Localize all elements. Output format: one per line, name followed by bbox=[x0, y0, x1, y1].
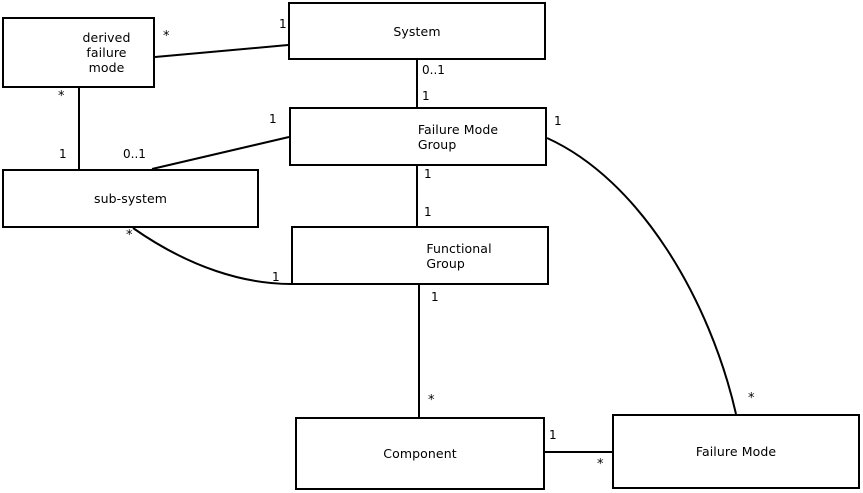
multiplicity-label-mult-fmg-down-one: 1 bbox=[424, 167, 432, 181]
multiplicity-label-mult-fg-up-one: 1 bbox=[424, 205, 432, 219]
uml-class-name-failure-mode-group: Failure Mode Group bbox=[417, 121, 499, 152]
uml-class-functional-group[interactable]: Functional Group bbox=[291, 226, 549, 285]
multiplicity-label-mult-fm-top-star: * bbox=[748, 391, 755, 406]
uml-class-failure-mode-group[interactable]: Failure Mode Group bbox=[289, 107, 547, 166]
multiplicity-label-mult-subsystem-0-1: 0..1 bbox=[123, 147, 146, 161]
uml-class-name-sub-system: sub-system bbox=[93, 191, 168, 206]
multiplicity-label-mult-failure-mode-star: * bbox=[597, 457, 604, 472]
multiplicity-label-mult-component-up-star: * bbox=[428, 393, 435, 408]
multiplicity-label-mult-fmg-up-one: 1 bbox=[422, 89, 430, 103]
uml-class-system[interactable]: System bbox=[288, 2, 546, 60]
uml-class-failure-mode[interactable]: Failure Mode bbox=[612, 414, 860, 489]
multiplicity-label-mult-subsystem-down-star: * bbox=[126, 228, 133, 243]
multiplicity-label-mult-dfm-down-star: * bbox=[58, 89, 65, 104]
association-edge bbox=[154, 44, 289, 58]
uml-class-derived-failure-mode[interactable]: derived failure mode bbox=[2, 17, 155, 88]
multiplicity-label-mult-system-down-0-1: 0..1 bbox=[422, 63, 445, 77]
multiplicity-label-mult-fmg-right-one: 1 bbox=[554, 114, 562, 128]
uml-class-sub-system[interactable]: sub-system bbox=[2, 169, 259, 228]
association-edge bbox=[151, 136, 290, 170]
multiplicity-label-mult-fmg-left-one: 1 bbox=[269, 112, 277, 126]
multiplicity-label-mult-system-to-dfm-one: 1 bbox=[279, 17, 287, 31]
uml-class-name-functional-group: Functional Group bbox=[426, 240, 492, 271]
association-edge bbox=[546, 137, 737, 415]
multiplicity-label-mult-subsystem-up-one: 1 bbox=[59, 147, 67, 161]
multiplicity-label-mult-fg-down-one: 1 bbox=[431, 290, 439, 304]
uml-class-name-derived-failure-mode: derived failure mode bbox=[82, 30, 131, 75]
association-edge bbox=[132, 227, 292, 285]
uml-class-name-system: System bbox=[393, 23, 441, 39]
uml-class-name-failure-mode: Failure Mode bbox=[695, 444, 777, 459]
multiplicity-label-mult-dfm-to-system-star: * bbox=[163, 29, 170, 44]
uml-class-component[interactable]: Component bbox=[295, 417, 545, 490]
multiplicity-label-mult-fg-left-one: 1 bbox=[272, 270, 280, 284]
uml-class-name-component: Component bbox=[383, 446, 457, 461]
multiplicity-label-mult-component-right-one: 1 bbox=[549, 428, 557, 442]
